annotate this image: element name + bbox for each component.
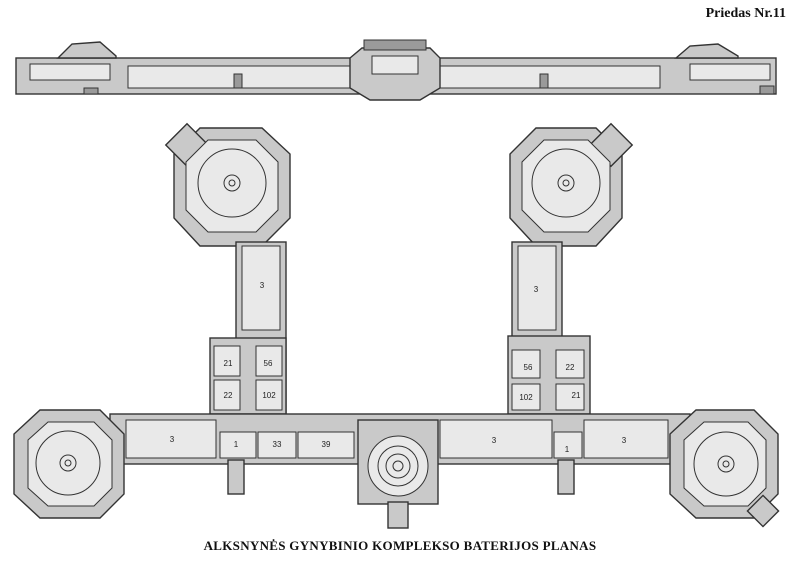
left-wing (209, 241, 287, 415)
plan-title: ALKSNYNĖS GYNYBINIO KOMPLEKSO BATERIJOS … (203, 538, 597, 553)
room-label: 1 (234, 440, 239, 449)
room-label: 21 (224, 359, 233, 368)
right-wing (507, 241, 591, 415)
room-label: 3 (622, 436, 627, 445)
room-label: 102 (519, 393, 533, 402)
room-label: 56 (264, 359, 273, 368)
gun-emplacement-top-left (164, 122, 291, 247)
room-label: 102 (262, 391, 276, 400)
room-label: 1 (565, 445, 570, 454)
room-label: 3 (260, 281, 265, 290)
room-label: 3 (534, 285, 539, 294)
gun-emplacement-top-right (509, 122, 634, 247)
annex-label: Priedas Nr.11 (705, 6, 786, 21)
room-label: 22 (566, 363, 575, 372)
room-label: 33 (273, 440, 282, 449)
room-label: 21 (572, 391, 581, 400)
room-label: 39 (322, 440, 331, 449)
section-view (15, 39, 777, 101)
room-label: 3 (170, 435, 175, 444)
room-label: 22 (224, 391, 233, 400)
room-label: 3 (492, 436, 497, 445)
gun-emplacement-bottom-center (357, 419, 439, 529)
gun-emplacement-bottom-left (13, 409, 125, 519)
gun-emplacement-bottom-right (669, 409, 780, 528)
room-label: 56 (524, 363, 533, 372)
